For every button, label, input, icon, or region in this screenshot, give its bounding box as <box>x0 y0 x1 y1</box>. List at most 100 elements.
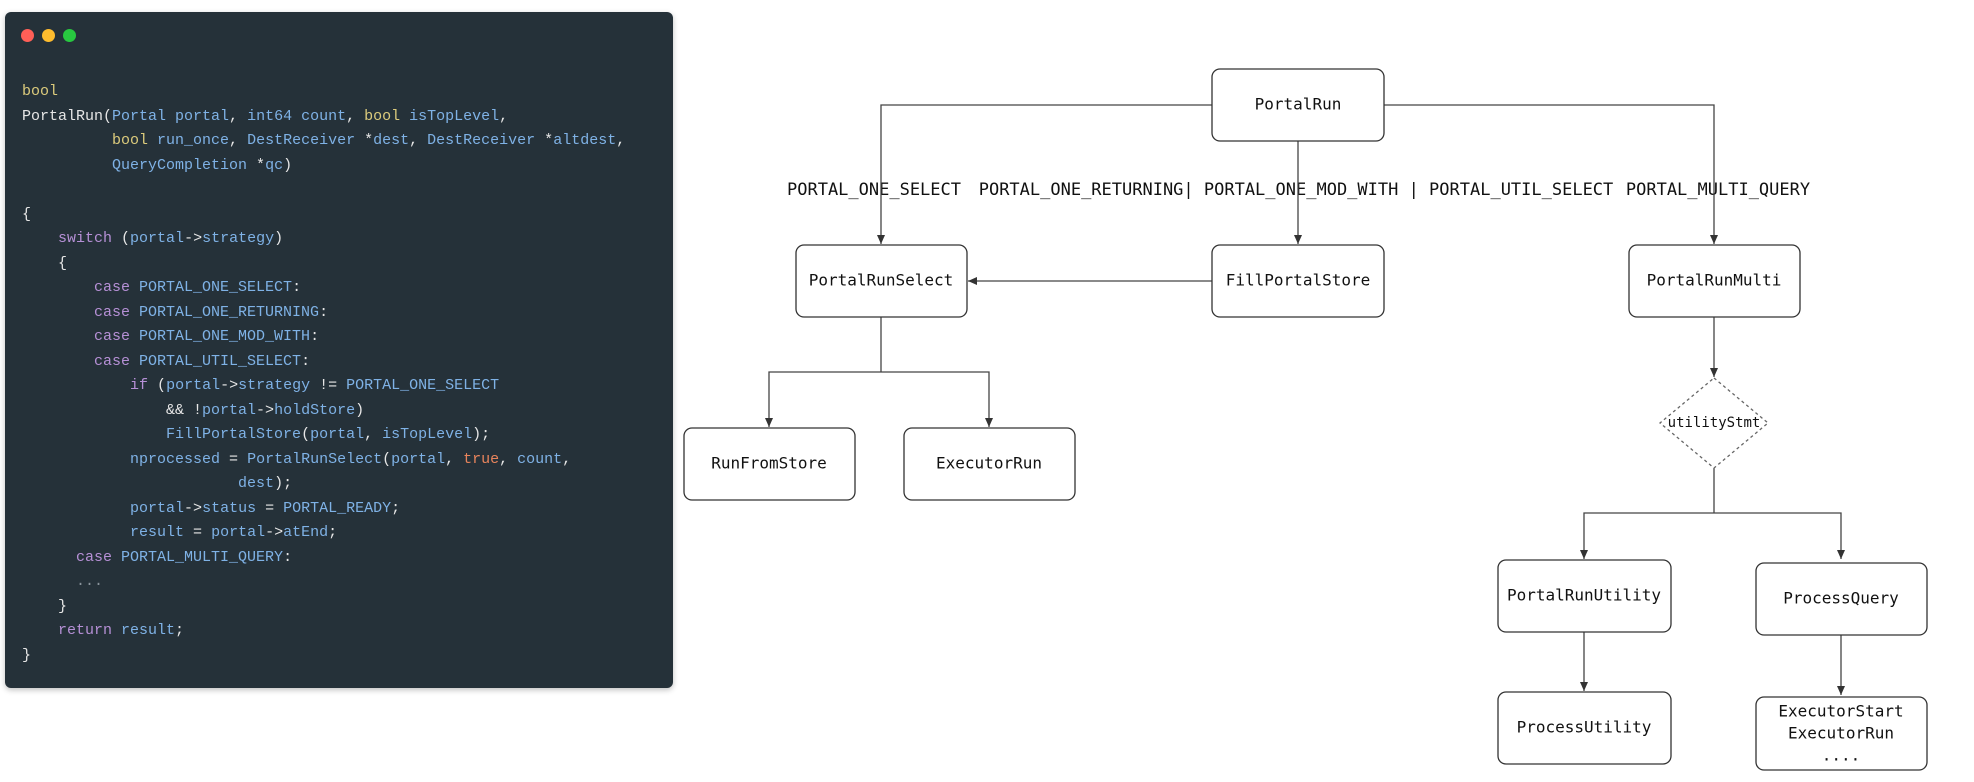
code-token: result <box>121 622 176 639</box>
code-line: PortalRun(Portal portal, int64 count, bo… <box>22 105 625 130</box>
code-token: case <box>94 328 140 345</box>
code-line: bool <box>22 80 625 105</box>
code-token: isTopLevel <box>382 426 473 443</box>
code-token: portal <box>130 230 185 247</box>
window-controls <box>21 29 76 42</box>
svg-text:FillPortalStore: FillPortalStore <box>1226 271 1371 290</box>
edge-utilitystmt-to-processquery <box>1714 512 1845 559</box>
code-token: : <box>283 548 293 566</box>
code-token: PORTAL_ONE_RETURNING <box>139 303 320 321</box>
code-line: portal->status = PORTAL_READY; <box>22 497 625 522</box>
code-token: portal <box>166 377 221 394</box>
code-token: -> <box>256 401 275 419</box>
code-token: = <box>256 499 284 517</box>
code-token: -> <box>184 230 203 247</box>
svg-text:ProcessQuery: ProcessQuery <box>1783 589 1899 608</box>
code-token: DestReceiver <box>247 132 365 149</box>
svg-text:RunFromStore: RunFromStore <box>711 454 827 473</box>
code-token: strategy <box>202 230 275 247</box>
node-portal-run-multi: PortalRunMulti <box>1628 244 1801 318</box>
code-token: Portal portal <box>112 107 230 125</box>
code-token: = <box>220 450 248 468</box>
code-token: portal <box>310 426 365 443</box>
code-line: { <box>22 203 625 228</box>
code-token: qc <box>265 156 284 174</box>
node-portal-run-select: PortalRunSelect <box>795 244 968 318</box>
code-token: portal <box>391 450 446 468</box>
code-token: true <box>463 450 500 468</box>
code-token: run_once <box>157 132 230 149</box>
code-token: return <box>58 622 122 639</box>
edge-select-to-executorrun <box>881 371 993 427</box>
code-token: -> <box>184 499 203 517</box>
code-token: ); <box>472 426 491 443</box>
code-line: if (portal->strategy != PORTAL_ONE_SELEC… <box>22 374 625 399</box>
code-token: : <box>292 279 302 296</box>
code-token: bool <box>22 83 59 100</box>
edge-label-one-select: PORTAL_ONE_SELECT <box>787 180 961 200</box>
code-token: bool <box>112 132 158 149</box>
code-line: && !portal->holdStore) <box>22 399 625 424</box>
code-line: return result; <box>22 619 625 644</box>
code-token: ) <box>283 156 293 174</box>
node-fill-portal-store: FillPortalStore <box>1211 244 1385 318</box>
code-token: && ! <box>22 401 203 419</box>
svg-text:....: .... <box>1822 746 1861 765</box>
code-token: PORTAL_ONE_SELECT <box>346 377 500 394</box>
code-token: ( <box>301 426 311 443</box>
code-token: case <box>94 352 140 370</box>
code-line: case PORTAL_UTIL_SELECT: <box>22 350 625 375</box>
code-token: int64 count <box>247 107 347 125</box>
node-process-utility: ProcessUtility <box>1497 691 1672 765</box>
code-line: case PORTAL_ONE_RETURNING: <box>22 301 625 326</box>
code-token: : <box>310 328 320 345</box>
edge-utilitystmt-to-portalrunutility <box>1580 512 1714 559</box>
code-token: , <box>364 426 383 443</box>
code-token: } <box>22 646 32 664</box>
svg-text:ExecutorStart: ExecutorStart <box>1778 702 1903 721</box>
code-token: holdStore <box>274 401 356 419</box>
code-token: { <box>22 205 32 223</box>
code-token: FillPortalStore <box>166 426 302 443</box>
edge-portalrun-to-multi <box>1384 104 1718 244</box>
code-token: : <box>319 303 329 321</box>
code-token: strategy <box>238 377 311 394</box>
code-line: case PORTAL_MULTI_QUERY: <box>22 546 625 571</box>
code-line: } <box>22 595 625 620</box>
code-line: FillPortalStore(portal, isTopLevel); <box>22 423 625 448</box>
code-token: = <box>184 524 212 541</box>
svg-text:PortalRunUtility: PortalRunUtility <box>1507 586 1661 605</box>
code-line: bool run_once, DestReceiver *dest, DestR… <box>22 129 625 154</box>
code-token: : <box>301 352 311 370</box>
code-token: , <box>445 450 464 468</box>
code-token: , <box>616 132 626 149</box>
code-line: } <box>22 644 625 669</box>
svg-text:utilityStmt: utilityStmt <box>1668 415 1761 431</box>
minimize-dot-icon <box>42 29 55 42</box>
node-process-query: ProcessQuery <box>1755 562 1928 636</box>
code-token: ( <box>157 377 167 394</box>
code-token: ; <box>391 499 401 517</box>
code-token: PORTAL_READY <box>283 499 392 517</box>
code-token: altdest <box>553 132 617 149</box>
code-token: ; <box>328 524 338 541</box>
code-token: status <box>202 499 257 517</box>
code-token: ... <box>76 573 104 590</box>
code-token: ) <box>355 401 365 419</box>
code-token: DestReceiver <box>427 132 545 149</box>
code-token: * <box>256 156 266 174</box>
node-portal-run: PortalRun <box>1211 68 1385 142</box>
code-token: , <box>409 132 428 149</box>
code-token: } <box>22 597 68 615</box>
code-line: dest); <box>22 472 625 497</box>
code-token: count <box>517 450 563 468</box>
code-line: ... <box>22 570 625 595</box>
svg-text:ProcessUtility: ProcessUtility <box>1517 718 1652 737</box>
code-token: != <box>310 377 347 394</box>
code-token: ( <box>382 450 392 468</box>
svg-text:PortalRunMulti: PortalRunMulti <box>1647 271 1782 290</box>
svg-text:ExecutorRun: ExecutorRun <box>936 454 1042 473</box>
edge-portalrun-to-select <box>877 104 1212 244</box>
